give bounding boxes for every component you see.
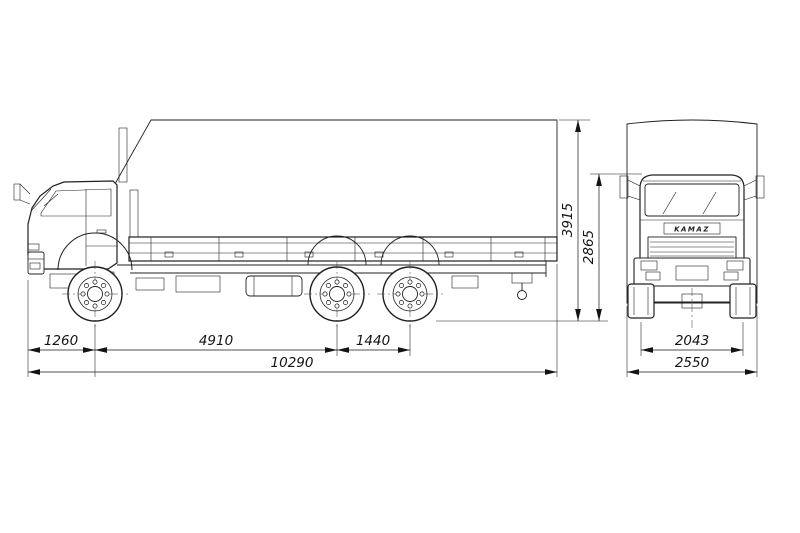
- toolbox: [175, 275, 221, 293]
- fuel-tank: [245, 275, 303, 297]
- fog-light-side: [29, 262, 41, 270]
- cab-front: KAMAZ: [639, 174, 745, 269]
- headlight-right: [726, 260, 744, 271]
- grille-badge-text: KAMAZ: [674, 226, 710, 234]
- mirror-arm: [19, 183, 31, 205]
- rear-fender-2: [380, 235, 440, 266]
- rear-wheel-2: [376, 260, 444, 328]
- windshield-edge: [31, 188, 52, 211]
- dim-label-overall-width: 2550: [675, 355, 709, 371]
- front-grille: [647, 236, 737, 261]
- fog-light-right: [723, 271, 739, 281]
- rear-fender-1: [307, 235, 367, 266]
- canopy-outline: [110, 119, 558, 237]
- front-wheel-left: [627, 283, 655, 319]
- dim-label-cab-height: 2865: [581, 230, 597, 264]
- dim-label-wheelbase: 4910: [199, 333, 233, 349]
- muffler: [135, 277, 165, 291]
- dim-label-overall-height: 3915: [560, 203, 576, 237]
- air-intake-stack: [118, 127, 128, 183]
- front-bumper: [633, 257, 751, 287]
- side-view: [13, 119, 558, 328]
- mirror-left-front: [619, 175, 641, 201]
- badge-panel: [663, 222, 721, 235]
- headlight-left: [640, 260, 658, 271]
- front-wheel-right: [729, 283, 757, 319]
- headlight-side: [27, 243, 40, 251]
- tow-hitch: [511, 272, 533, 300]
- front-fender-arch: [57, 232, 133, 271]
- dim-label-rear-bogie-spacing: 1440: [356, 333, 390, 349]
- dim-label-front-overhang: 1260: [44, 333, 78, 349]
- license-plate: [675, 265, 709, 281]
- cab-window: [40, 188, 112, 217]
- cargo-bed: [128, 236, 558, 262]
- windshield-front: [644, 183, 740, 217]
- rear-wheel-1: [303, 260, 371, 328]
- dimensioning: 1260 4910 1440 10290 3915 2865 2043 2550: [27, 119, 758, 377]
- door-handle: [96, 229, 107, 234]
- mirror-right-front: [743, 175, 765, 201]
- front-wheel: [61, 260, 129, 328]
- wiper: [43, 193, 59, 207]
- air-tank: [451, 275, 479, 289]
- front-view: KAMAZ: [619, 119, 765, 330]
- dim-label-front-track: 2043: [675, 333, 709, 349]
- wipers: [662, 191, 717, 215]
- side-mirror: [13, 183, 21, 201]
- dim-label-overall-length: 10290: [271, 355, 314, 371]
- bed-headboard: [129, 189, 139, 238]
- cab-side: [13, 180, 118, 286]
- fog-light-left: [645, 271, 661, 281]
